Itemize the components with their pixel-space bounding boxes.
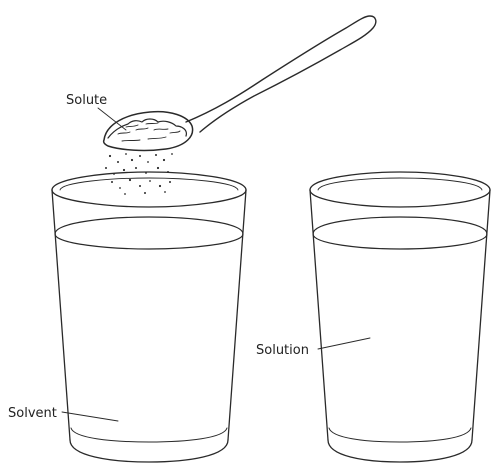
solute-grains bbox=[105, 153, 173, 195]
spoon-icon bbox=[104, 16, 376, 150]
solvent-label: Solvent bbox=[8, 406, 57, 421]
solvent-leader bbox=[62, 412, 118, 421]
solute-label: Solute bbox=[66, 93, 107, 108]
glass-icon bbox=[310, 172, 490, 462]
solution-label: Solution bbox=[256, 343, 309, 358]
solution-leader bbox=[318, 338, 370, 349]
glass-icon bbox=[52, 172, 246, 462]
